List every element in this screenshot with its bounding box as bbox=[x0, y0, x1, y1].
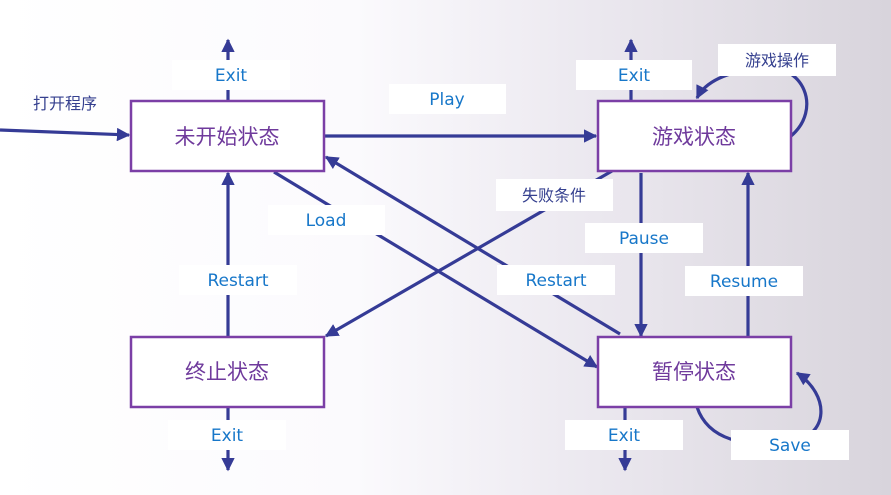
label-exit-top-left-text: Exit bbox=[215, 66, 248, 86]
label-game-operation-text: 游戏操作 bbox=[745, 51, 809, 70]
node-paused: 暂停状态 bbox=[596, 335, 793, 409]
node-playing: 游戏状态 bbox=[596, 99, 793, 173]
label-save-text: Save bbox=[769, 436, 811, 456]
node-not-started: 未开始状态 bbox=[129, 99, 326, 173]
edge-open-program bbox=[0, 127, 131, 142]
label-play-text: Play bbox=[429, 90, 464, 110]
label-load: Load bbox=[268, 205, 385, 235]
label-exit-top-right: Exit bbox=[576, 60, 692, 90]
node-terminated-label: 终止状态 bbox=[185, 360, 269, 384]
label-restart-center-text: Restart bbox=[525, 271, 586, 291]
node-playing-label: 游戏状态 bbox=[652, 125, 736, 149]
label-exit-bottom-right: Exit bbox=[565, 420, 683, 450]
label-restart-center: Restart bbox=[497, 265, 615, 295]
label-exit-bottom-left-text: Exit bbox=[211, 426, 244, 446]
label-fail-condition-text: 失败条件 bbox=[522, 186, 586, 205]
label-game-operation: 游戏操作 bbox=[718, 44, 836, 76]
label-pause: Pause bbox=[585, 223, 703, 253]
node-not-started-label: 未开始状态 bbox=[175, 125, 280, 149]
label-exit-top-left: Exit bbox=[172, 60, 290, 90]
label-load-text: Load bbox=[306, 211, 347, 231]
label-pause-text: Pause bbox=[619, 229, 669, 249]
label-fail-condition: 失败条件 bbox=[496, 179, 613, 211]
label-open-program-text: 打开程序 bbox=[33, 94, 97, 113]
label-play: Play bbox=[389, 84, 506, 114]
label-open-program: 打开程序 bbox=[33, 94, 97, 113]
label-exit-bottom-left: Exit bbox=[168, 420, 286, 450]
node-terminated: 终止状态 bbox=[129, 335, 326, 409]
label-restart-left: Restart bbox=[179, 265, 297, 295]
label-exit-top-right-text: Exit bbox=[618, 66, 651, 86]
label-resume: Resume bbox=[685, 266, 803, 296]
label-save: Save bbox=[731, 430, 849, 460]
label-exit-bottom-right-text: Exit bbox=[608, 426, 641, 446]
node-paused-label: 暂停状态 bbox=[652, 360, 736, 384]
edge-restart-center bbox=[324, 155, 621, 336]
edge-load bbox=[273, 170, 599, 369]
label-restart-left-text: Restart bbox=[207, 271, 268, 291]
label-resume-text: Resume bbox=[710, 272, 778, 292]
